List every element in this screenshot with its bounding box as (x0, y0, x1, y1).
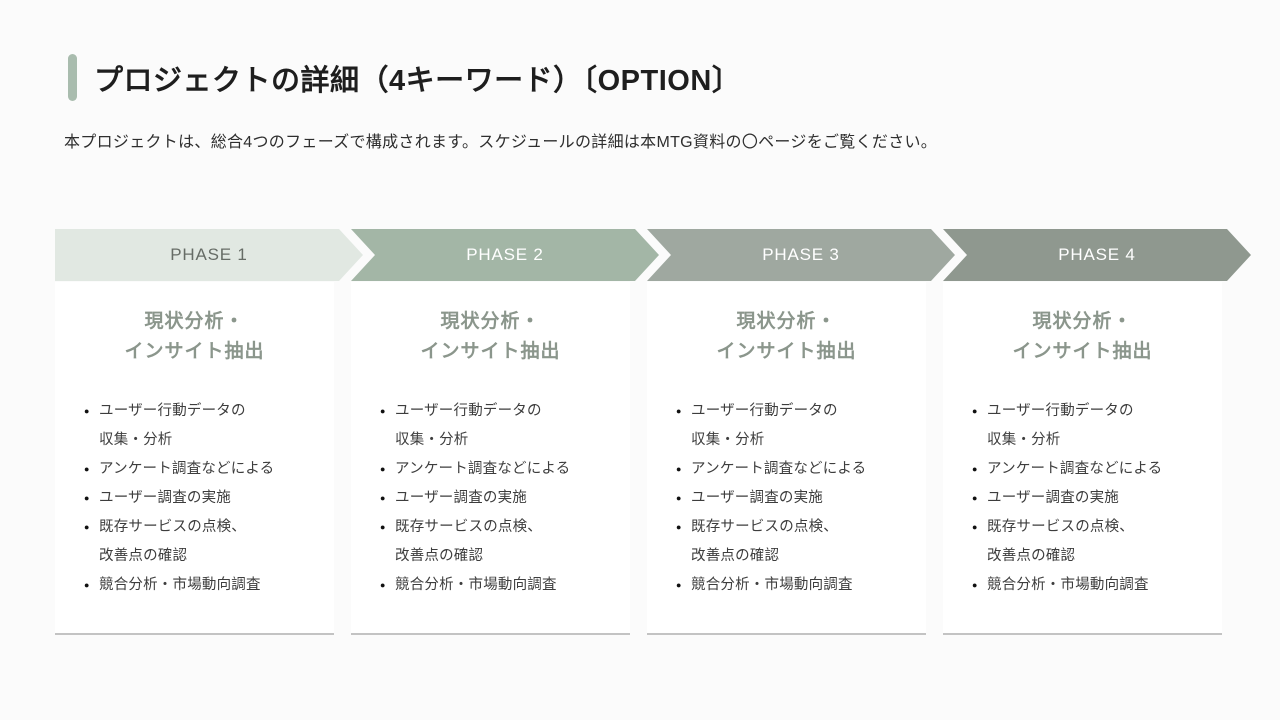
bullet-item: ● ユーザー調査の実施 (380, 484, 624, 513)
bullet-item: ● ユーザー行動データの 収集・分析 (972, 397, 1216, 455)
bullet-item: ● アンケート調査などによる (84, 455, 328, 484)
bullet-list: ● ユーザー行動データの 収集・分析 ● アンケート調査などによる ● ユーザー… (647, 397, 926, 600)
bullet-text: 競合分析・市場動向調査 (99, 577, 261, 593)
bullet-item: ● ユーザー行動データの 収集・分析 (676, 397, 920, 455)
bullet-marker: ● (972, 522, 978, 532)
bullet-marker: ● (84, 406, 90, 416)
phase-label: PHASE 2 (466, 245, 544, 264)
bullet-item: ● ユーザー行動データの 収集・分析 (380, 397, 624, 455)
bullet-item: ● 競合分析・市場動向調査 (676, 571, 920, 600)
bullet-list: ● ユーザー行動データの 収集・分析 ● アンケート調査などによる ● ユーザー… (351, 397, 630, 600)
bullet-marker: ● (380, 406, 386, 416)
bullet-marker: ● (676, 464, 682, 474)
bullet-item: ● ユーザー調査の実施 (84, 484, 328, 513)
phase-arrow-1: PHASE 1 (55, 229, 363, 281)
bullet-text: ユーザー行動データの 収集・分析 (395, 403, 542, 448)
bullet-text: アンケート調査などによる (395, 461, 571, 477)
bullet-marker: ● (84, 580, 90, 590)
phase-arrow-3: PHASE 3 (647, 229, 955, 281)
bullet-text: ユーザー行動データの 収集・分析 (99, 403, 246, 448)
bullet-marker: ● (676, 406, 682, 416)
phase-card-3: 現状分析・ インサイト抽出 ● ユーザー行動データの 収集・分析 ● アンケート… (647, 282, 926, 635)
bullet-text: 既存サービスの点検、 改善点の確認 (691, 519, 838, 564)
phase-card-4: 現状分析・ インサイト抽出 ● ユーザー行動データの 収集・分析 ● アンケート… (943, 282, 1222, 635)
bullet-marker: ● (676, 522, 682, 532)
bullet-text: ユーザー調査の実施 (395, 490, 528, 506)
bullet-item: ● アンケート調査などによる (972, 455, 1216, 484)
bullet-text: 競合分析・市場動向調査 (395, 577, 557, 593)
bullet-item: ● 既存サービスの点検、 改善点の確認 (972, 513, 1216, 571)
bullet-item: ● ユーザー調査の実施 (972, 484, 1216, 513)
phase-card-heading: 現状分析・ インサイト抽出 (420, 311, 561, 362)
bullet-item: ● 競合分析・市場動向調査 (84, 571, 328, 600)
bullet-marker: ● (380, 464, 386, 474)
bullet-item: ● アンケート調査などによる (676, 455, 920, 484)
bullet-marker: ● (380, 522, 386, 532)
bullet-marker: ● (380, 580, 386, 590)
bullet-text: ユーザー行動データの 収集・分析 (987, 403, 1134, 448)
bullet-text: 既存サービスの点検、 改善点の確認 (987, 519, 1134, 564)
phase-card-1: 現状分析・ インサイト抽出 ● ユーザー行動データの 収集・分析 ● アンケート… (55, 282, 334, 635)
page-title: プロジェクトの詳細（4キーワード）〔OPTION〕 (94, 65, 742, 97)
bullet-text: ユーザー調査の実施 (987, 490, 1120, 506)
page-subtitle: 本プロジェクトは、総合4つのフェーズで構成されます。スケジュールの詳細は本MTG… (64, 134, 938, 151)
phase-arrow-4: PHASE 4 (943, 229, 1251, 281)
bullet-item: ● ユーザー調査の実施 (676, 484, 920, 513)
bullet-marker: ● (380, 493, 386, 503)
bullet-item: ● アンケート調査などによる (380, 455, 624, 484)
phase-card-2: 現状分析・ インサイト抽出 ● ユーザー行動データの 収集・分析 ● アンケート… (351, 282, 630, 635)
bullet-item: ● 競合分析・市場動向調査 (380, 571, 624, 600)
bullet-marker: ● (972, 406, 978, 416)
bullet-text: アンケート調査などによる (691, 461, 867, 477)
phase-card-heading: 現状分析・ インサイト抽出 (716, 311, 857, 362)
bullet-text: ユーザー調査の実施 (691, 490, 824, 506)
bullet-text: ユーザー調査の実施 (99, 490, 232, 506)
bullet-text: 既存サービスの点検、 改善点の確認 (99, 519, 246, 564)
bullet-item: ● 既存サービスの点検、 改善点の確認 (84, 513, 328, 571)
bullet-marker: ● (676, 493, 682, 503)
bullet-text: 競合分析・市場動向調査 (987, 577, 1149, 593)
phase-arrow-row: PHASE 1 PHASE 2 PHASE 3 PHASE 4 (55, 229, 1255, 281)
bullet-marker: ● (84, 493, 90, 503)
phase-label: PHASE 4 (1058, 245, 1136, 264)
bullet-marker: ● (676, 580, 682, 590)
phase-card-heading: 現状分析・ インサイト抽出 (1012, 311, 1153, 362)
bullet-item: ● ユーザー行動データの 収集・分析 (84, 397, 328, 455)
bullet-item: ● 既存サービスの点検、 改善点の確認 (380, 513, 624, 571)
bullet-marker: ● (972, 464, 978, 474)
bullet-item: ● 競合分析・市場動向調査 (972, 571, 1216, 600)
bullet-marker: ● (972, 580, 978, 590)
bullet-marker: ● (84, 522, 90, 532)
title-accent-bar (68, 54, 77, 101)
bullet-marker: ● (84, 464, 90, 474)
phase-label: PHASE 1 (170, 245, 248, 264)
bullet-item: ● 既存サービスの点検、 改善点の確認 (676, 513, 920, 571)
bullet-text: アンケート調査などによる (987, 461, 1163, 477)
phase-label: PHASE 3 (762, 245, 840, 264)
bullet-text: 既存サービスの点検、 改善点の確認 (395, 519, 542, 564)
bullet-list: ● ユーザー行動データの 収集・分析 ● アンケート調査などによる ● ユーザー… (943, 397, 1222, 600)
bullet-text: アンケート調査などによる (99, 461, 275, 477)
bullet-text: 競合分析・市場動向調査 (691, 577, 853, 593)
phase-card-heading: 現状分析・ インサイト抽出 (124, 311, 265, 362)
bullet-text: ユーザー行動データの 収集・分析 (691, 403, 838, 448)
bullet-list: ● ユーザー行動データの 収集・分析 ● アンケート調査などによる ● ユーザー… (55, 397, 334, 600)
phase-arrow-2: PHASE 2 (351, 229, 659, 281)
bullet-marker: ● (972, 493, 978, 503)
